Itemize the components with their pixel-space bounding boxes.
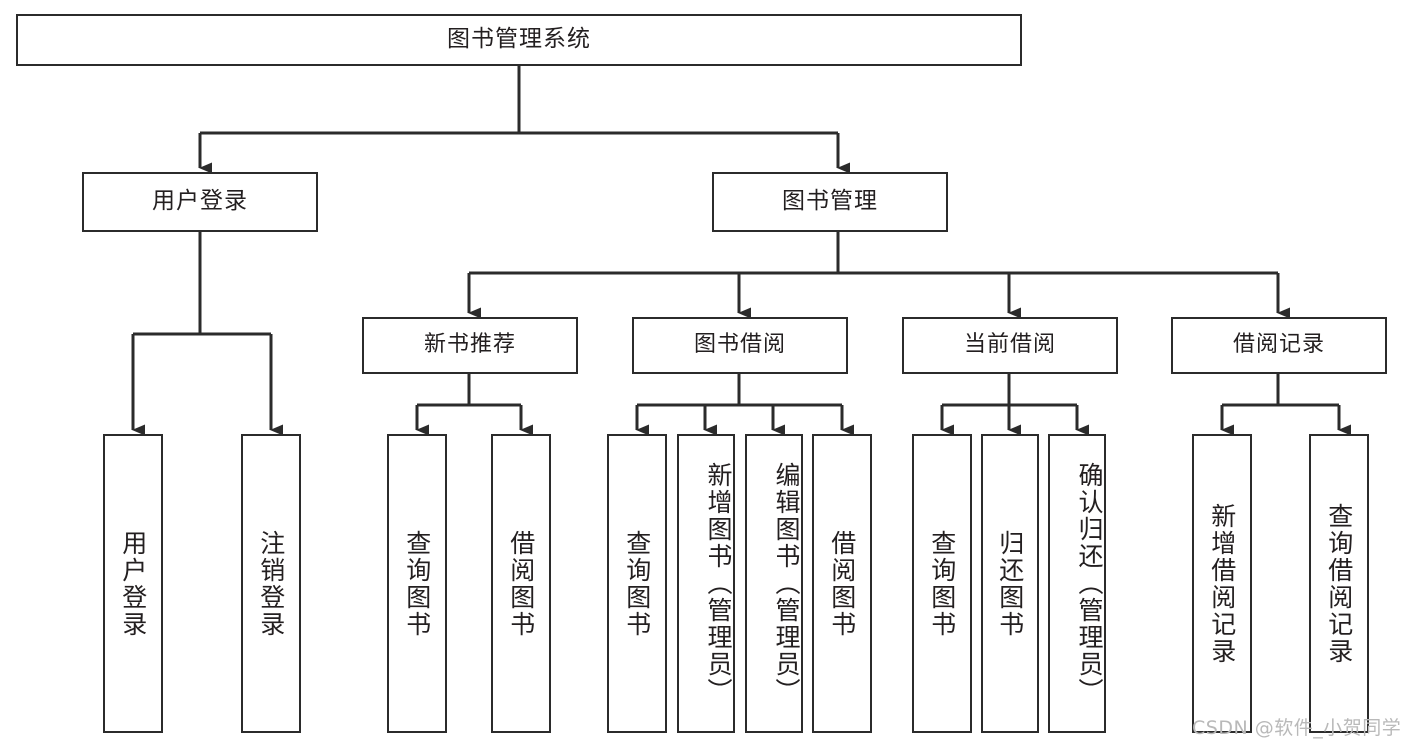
csdn-watermark: CSDN @软件_小贺同学: [1192, 717, 1402, 739]
node-new-book-recommend[interactable]: 新书推荐: [362, 317, 578, 374]
leaf-return-book[interactable]: 归还图书: [981, 434, 1039, 733]
node-label: 查询图书: [622, 529, 652, 638]
leaf-add-borrow-record[interactable]: 新增借阅记录: [1192, 434, 1252, 733]
leaf-user-login[interactable]: 用户登录: [103, 434, 163, 733]
node-label: 归还图书: [995, 529, 1025, 638]
node-label: 借阅记录: [1232, 332, 1325, 358]
node-label: 确认归还（管理员）: [1075, 462, 1104, 705]
node-label: 借阅图书: [827, 529, 857, 638]
node-label: 新书推荐: [423, 332, 516, 358]
node-label: 图书借阅: [693, 332, 786, 358]
node-book-management[interactable]: 图书管理: [712, 172, 948, 232]
leaf-query-book-borrow[interactable]: 查询图书: [607, 434, 667, 733]
node-root-library-system[interactable]: 图书管理系统: [16, 14, 1022, 66]
leaf-confirm-return-admin[interactable]: 确认归还（管理员）: [1048, 434, 1106, 733]
node-book-borrow[interactable]: 图书借阅: [632, 317, 848, 374]
node-label: 编辑图书（管理员）: [772, 462, 801, 705]
node-label: 查询借阅记录: [1324, 502, 1354, 665]
leaf-query-book-current[interactable]: 查询图书: [912, 434, 972, 733]
node-label: 图书管理系统: [447, 26, 591, 53]
leaf-borrow-book-recommend[interactable]: 借阅图书: [491, 434, 551, 733]
node-label: 用户登录: [152, 188, 248, 215]
leaf-add-book-admin[interactable]: 新增图书（管理员）: [677, 434, 735, 733]
leaf-query-borrow-record[interactable]: 查询借阅记录: [1309, 434, 1369, 733]
node-label: 图书管理: [782, 188, 878, 215]
leaf-edit-book-admin[interactable]: 编辑图书（管理员）: [745, 434, 803, 733]
node-label: 当前借阅: [963, 332, 1056, 358]
node-label: 新增图书（管理员）: [704, 462, 733, 705]
node-borrow-record[interactable]: 借阅记录: [1171, 317, 1387, 374]
leaf-borrow-book[interactable]: 借阅图书: [812, 434, 872, 733]
node-label: 借阅图书: [506, 529, 536, 638]
node-label: 注销登录: [256, 529, 286, 638]
node-user-login[interactable]: 用户登录: [82, 172, 318, 232]
node-label: 新增借阅记录: [1207, 502, 1237, 665]
node-label: 用户登录: [118, 529, 148, 638]
leaf-query-book-recommend[interactable]: 查询图书: [387, 434, 447, 733]
leaf-logout[interactable]: 注销登录: [241, 434, 301, 733]
node-label: 查询图书: [402, 529, 432, 638]
node-current-borrow[interactable]: 当前借阅: [902, 317, 1118, 374]
node-label: 查询图书: [927, 529, 957, 638]
